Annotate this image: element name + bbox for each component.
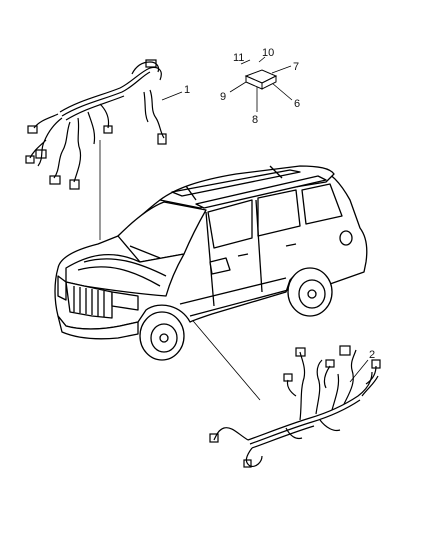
harness1-connector-mid [103, 125, 113, 134]
harness2-branch-up-e [361, 375, 379, 397]
harness2-tail-left [213, 427, 249, 441]
rocker-panel [189, 289, 289, 317]
leader-callout-10 [258, 56, 266, 63]
front-door-handle [237, 253, 249, 257]
harness1-left-d [73, 117, 82, 183]
leader-callout-6 [271, 82, 293, 101]
harness2-branch-up-a [299, 351, 306, 421]
leader-callout-7 [271, 65, 292, 74]
harness1-left-e [87, 111, 96, 145]
roof-rack-crossbar-2 [269, 165, 283, 179]
vehicle-headlight [111, 291, 139, 311]
vehicle-outline [54, 165, 368, 361]
front-wheel-hub [159, 333, 169, 343]
harness1-trunk [59, 66, 162, 113]
harness1-left-f [29, 139, 47, 159]
control-module [244, 69, 278, 90]
callout-10: 10 [262, 47, 274, 59]
callout-8: 8 [252, 114, 258, 126]
fuel-door [339, 230, 353, 246]
harness1-connector-left-c [69, 179, 80, 190]
harness2-trunk [247, 371, 373, 441]
harness1-drop-right [149, 89, 165, 139]
hood-crease-1 [83, 258, 167, 277]
wiring-harness-2 [209, 345, 381, 468]
harness2-branch-low-b [285, 427, 303, 440]
hood-crease-2 [77, 266, 161, 287]
harness2-connector-mid-b [325, 359, 335, 368]
harness1-connector-left-b [49, 175, 61, 185]
roof-rack-rail-rear [195, 175, 327, 209]
module-side-right [261, 75, 277, 90]
vehicle-roof [159, 165, 335, 209]
callout-6: 6 [294, 98, 300, 110]
harness2-connector-loop [243, 459, 252, 468]
vehicle-grille [65, 281, 113, 319]
harness2-branch-up-d [343, 349, 357, 405]
harness1-trunk-b [61, 71, 151, 117]
harness2-branch-mid-b [323, 365, 331, 389]
harness1-connector-top [145, 59, 157, 68]
harness2-connector-mid-a [283, 373, 293, 382]
front-side-window [207, 199, 253, 249]
harness1-left-c [53, 121, 71, 179]
harness2-trunk-b [249, 399, 361, 445]
vehicle-headlight-left [57, 275, 67, 301]
roof-rack-rail-front [171, 169, 301, 197]
harness1-connector-left-d [35, 149, 47, 159]
harness2-branch-low-a [319, 419, 341, 432]
callout-9: 9 [220, 91, 226, 103]
harness1-connector-left-a [27, 125, 38, 134]
harness2-branch-up-b [315, 359, 323, 415]
harness2-tail-loop [245, 447, 263, 467]
harness2-branch-up-c [331, 373, 340, 411]
harness1-branch-r2 [143, 91, 149, 123]
harness1-connector-right [157, 133, 167, 145]
roof-rack-crossbar-1 [185, 185, 197, 201]
vehicle-bumper [57, 315, 139, 340]
callout-1: 1 [184, 84, 190, 96]
vehicle-windshield [117, 201, 207, 263]
harness1-trunk-c [65, 95, 125, 121]
rear-wheel-hub [307, 289, 317, 299]
callouts: 1 2 11 10 7 6 8 9 [184, 47, 375, 361]
harness2-connector-right [371, 359, 381, 369]
harness1-mid [99, 103, 110, 129]
side-moulding [179, 277, 287, 305]
callout-7: 7 [293, 61, 299, 73]
quarter-window [301, 183, 343, 225]
callout-11: 11 [233, 52, 244, 64]
vehicle-wiper [129, 245, 161, 259]
harness2-branch-mid-a [286, 379, 297, 397]
rear-door-line [255, 199, 263, 293]
rear-door-handle [285, 243, 297, 247]
callout-2: 2 [369, 349, 375, 361]
front-door-line [205, 211, 215, 307]
harness1-top-loop [131, 61, 160, 75]
side-mirror [209, 257, 231, 275]
leader-callout-1 [161, 91, 183, 101]
harness2-trunk-c [251, 425, 315, 449]
leader-callout-11 [240, 59, 251, 65]
harness1-left-a [37, 117, 63, 167]
wiring-harness-1 [25, 59, 167, 190]
harness1-connector-left-e [25, 155, 35, 164]
harness2-connector-up-d [339, 345, 351, 356]
harness2-connector-left [209, 433, 219, 443]
harness2-connector-up-a [295, 347, 306, 357]
leader-callout-9 [229, 81, 247, 93]
